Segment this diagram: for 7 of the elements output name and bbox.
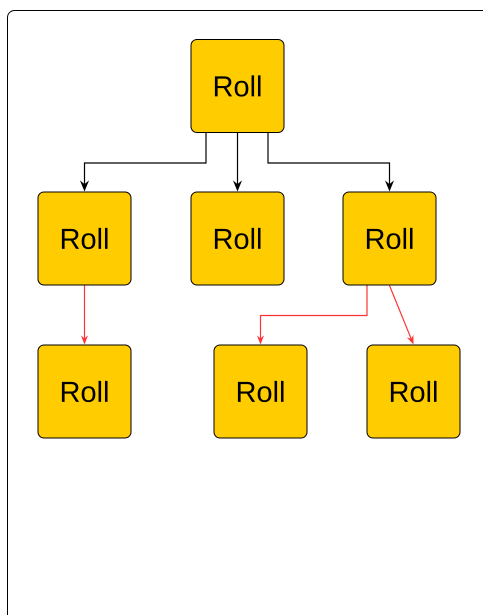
process-box: Roll bbox=[38, 344, 132, 438]
process-box: Roll bbox=[190, 192, 284, 286]
process-box: Roll bbox=[366, 344, 460, 438]
process-box: Roll bbox=[38, 192, 132, 286]
process-box: Roll bbox=[214, 344, 308, 438]
process-box: Roll bbox=[342, 192, 436, 286]
process-box: Roll bbox=[190, 39, 284, 133]
